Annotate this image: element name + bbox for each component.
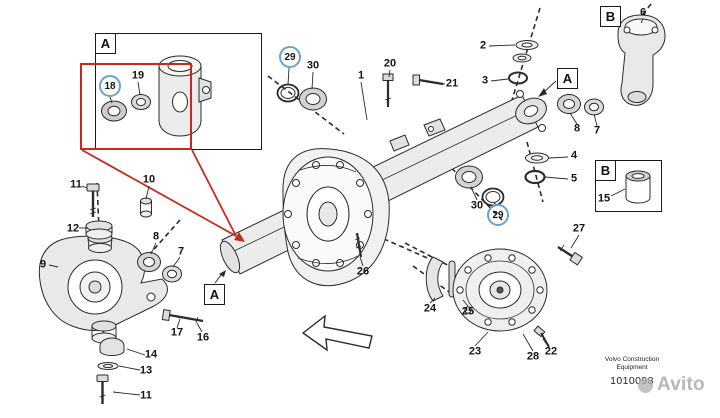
part-label-11: 11 — [70, 178, 82, 191]
part-label-11: 11 — [140, 389, 152, 402]
part-label-8: 8 — [573, 122, 581, 135]
red-callout-lines — [81, 149, 245, 242]
credit-line-2: Equipment — [616, 364, 648, 372]
part-label-21: 21 — [445, 77, 459, 90]
part-label-10: 10 — [142, 173, 156, 186]
right-small-parts — [455, 14, 666, 348]
part-label-22: 22 — [544, 345, 558, 358]
part-label-8: 8 — [152, 230, 160, 243]
watermark-logo-icon — [638, 377, 653, 393]
part-label-12: 12 — [66, 222, 80, 235]
circled-part-label-18: 18 — [99, 75, 121, 97]
part-label-17: 17 — [170, 326, 184, 339]
differential-housing — [282, 148, 390, 287]
circled-part-label-29: 29 — [487, 204, 509, 226]
boxed-letter-a: A — [95, 33, 116, 54]
detail-box-b — [595, 160, 662, 212]
watermark-text: Avito — [657, 374, 705, 395]
leader-lines — [48, 18, 644, 396]
left-steering-knuckle — [38, 232, 168, 344]
direction-arrow-icon — [301, 314, 373, 352]
part-label-15: 15 — [597, 192, 611, 205]
part-label-13: 13 — [139, 364, 153, 377]
boxed-letter-a: A — [557, 68, 578, 89]
part-label-4: 4 — [570, 149, 578, 162]
part-label-25: 25 — [461, 305, 475, 318]
part-label-5: 5 — [570, 172, 578, 185]
part-label-3: 3 — [481, 74, 489, 87]
part-label-9: 9 — [39, 258, 47, 271]
credit-line-1: Volvo Construction — [604, 356, 660, 363]
left-small-parts — [85, 183, 204, 404]
part-label-27: 27 — [572, 222, 586, 235]
part-label-19: 19 — [131, 69, 145, 82]
part-label-26: 26 — [356, 265, 370, 278]
boxed-letter-a: A — [204, 284, 225, 305]
circled-part-label-29: 29 — [279, 46, 301, 68]
part-label-24: 24 — [423, 302, 437, 315]
part-label-28: 28 — [526, 350, 540, 363]
top-small-parts — [276, 40, 539, 111]
watermark: Avito — [638, 374, 705, 396]
part-label-6: 6 — [639, 6, 647, 19]
part-label-23: 23 — [468, 345, 482, 358]
part-label-30: 30 — [306, 59, 320, 72]
part-label-14: 14 — [144, 348, 158, 361]
part-label-7: 7 — [177, 245, 185, 258]
part-label-2: 2 — [479, 39, 487, 52]
part-label-30: 30 — [470, 199, 484, 212]
cover-plate — [452, 248, 548, 332]
part-label-7: 7 — [593, 124, 601, 137]
boxed-letter-b: B — [595, 160, 616, 181]
red-detail-box — [80, 63, 192, 150]
boxed-letter-b: B — [600, 6, 621, 27]
part-label-20: 20 — [383, 57, 397, 70]
part-label-16: 16 — [196, 331, 210, 344]
part-label-1: 1 — [357, 69, 365, 82]
